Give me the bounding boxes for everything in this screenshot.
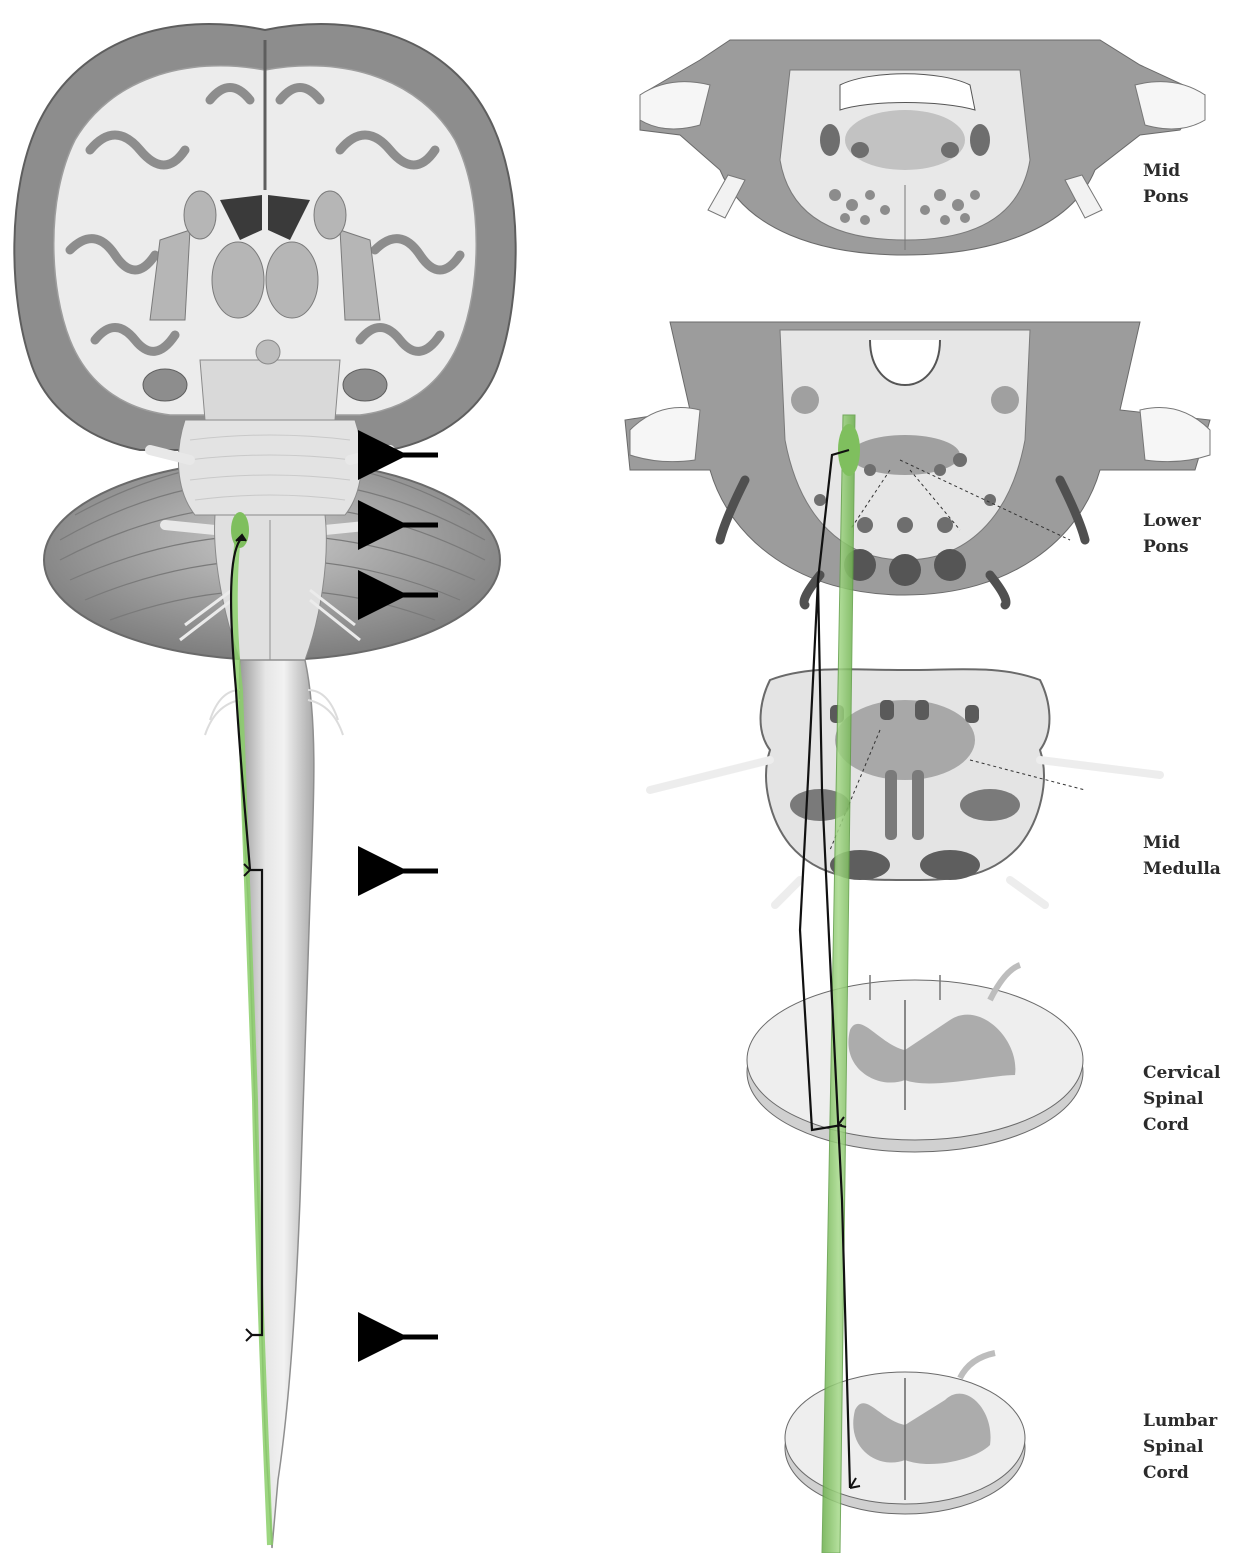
section-mid-medulla xyxy=(650,669,1160,905)
thalamus-right xyxy=(266,242,318,318)
pons xyxy=(178,420,361,515)
section-lumbar-cord xyxy=(785,1353,1025,1514)
section-cervical-cord xyxy=(747,965,1083,1152)
spinal-cord xyxy=(239,660,313,1548)
section-lower-pons xyxy=(625,322,1210,605)
thalamus xyxy=(212,242,264,318)
section-mid-pons xyxy=(640,40,1205,255)
midbrain xyxy=(200,360,340,420)
nucleus-left xyxy=(231,512,249,548)
